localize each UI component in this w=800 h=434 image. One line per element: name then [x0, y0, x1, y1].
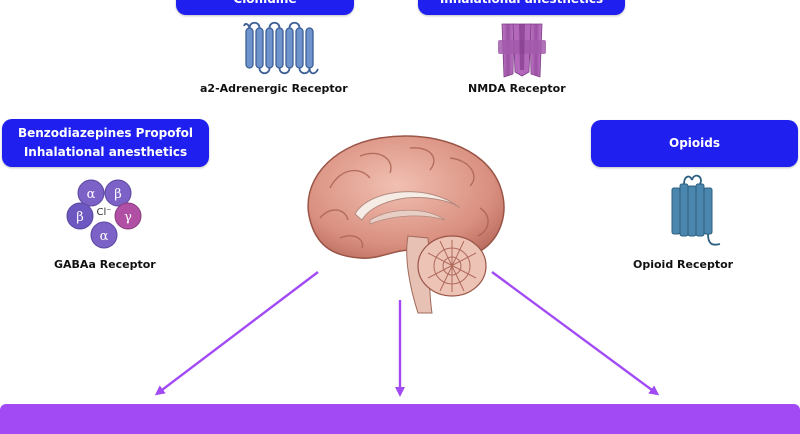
inhalational-top-label: Inhalational anesthetics [440, 0, 603, 9]
opioids-label: Opioids [669, 136, 720, 150]
benzo-line1: Benzodiazepines Propofol [17, 126, 194, 140]
inhalational-anesthetics-top-box: Inhalational anesthetics [418, 0, 625, 15]
brain-illustration [307, 135, 505, 314]
opioid-receptor-label: Opioid Receptor [633, 258, 734, 271]
benzodiazepines-propofol-box: Benzodiazepines Propofol Inhalational an… [2, 119, 209, 167]
gabaa-receptor-icon: α β β γ α Cl⁻ [66, 179, 142, 249]
opioids-box: Opioids [591, 120, 798, 167]
gaba-chloride: Cl⁻ [96, 207, 111, 218]
nmda-receptor-icon [498, 23, 546, 78]
gabaa-receptor-label: GABAa Receptor [54, 258, 156, 271]
a2-adrenergic-receptor-icon [243, 21, 319, 75]
opioid-receptor-icon [671, 174, 721, 246]
gaba-alpha-top: α [87, 187, 96, 202]
bottom-effect-bar [0, 404, 800, 434]
arrow-left [154, 271, 319, 396]
nmda-receptor-label: NMDA Receptor [468, 82, 566, 95]
arrows [154, 271, 660, 397]
gaba-alpha-bottom: α [100, 229, 109, 244]
gaba-beta-top: β [114, 187, 122, 202]
arrow-right [491, 271, 660, 396]
clonidine-label: Clonidine [233, 0, 296, 9]
gaba-beta-left: β [76, 210, 84, 225]
clonidine-box: Clonidine [176, 0, 354, 15]
a2-receptor-label: a2-Adrenergic Receptor [200, 82, 348, 95]
benzo-line2: Inhalational anesthetics [23, 145, 188, 159]
gaba-gamma: γ [124, 210, 132, 225]
